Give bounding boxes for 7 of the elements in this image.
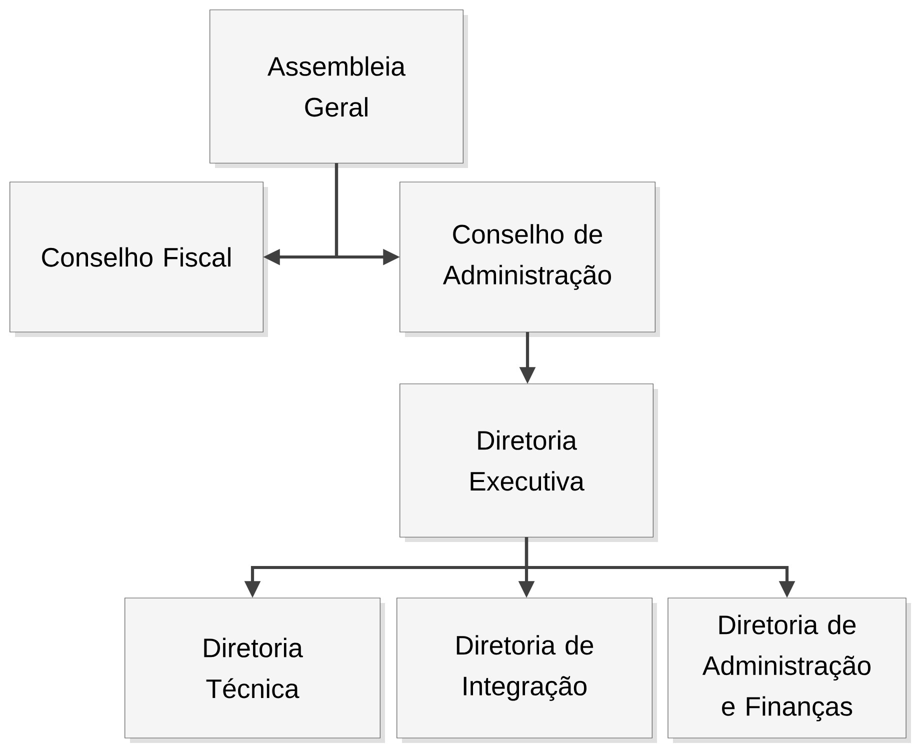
org-box: Assembleia Geral [210, 10, 468, 168]
org-box: Diretoria Executiva [400, 384, 658, 542]
org-box: Diretoria de Administração e Finanças [668, 598, 911, 743]
org-box: Conselho Fiscal [10, 182, 268, 337]
org-box: Diretoria Técnica [124, 598, 385, 743]
org-box: Diretoria de Integração [396, 598, 657, 743]
org-box: Conselho de Administração [400, 182, 660, 337]
